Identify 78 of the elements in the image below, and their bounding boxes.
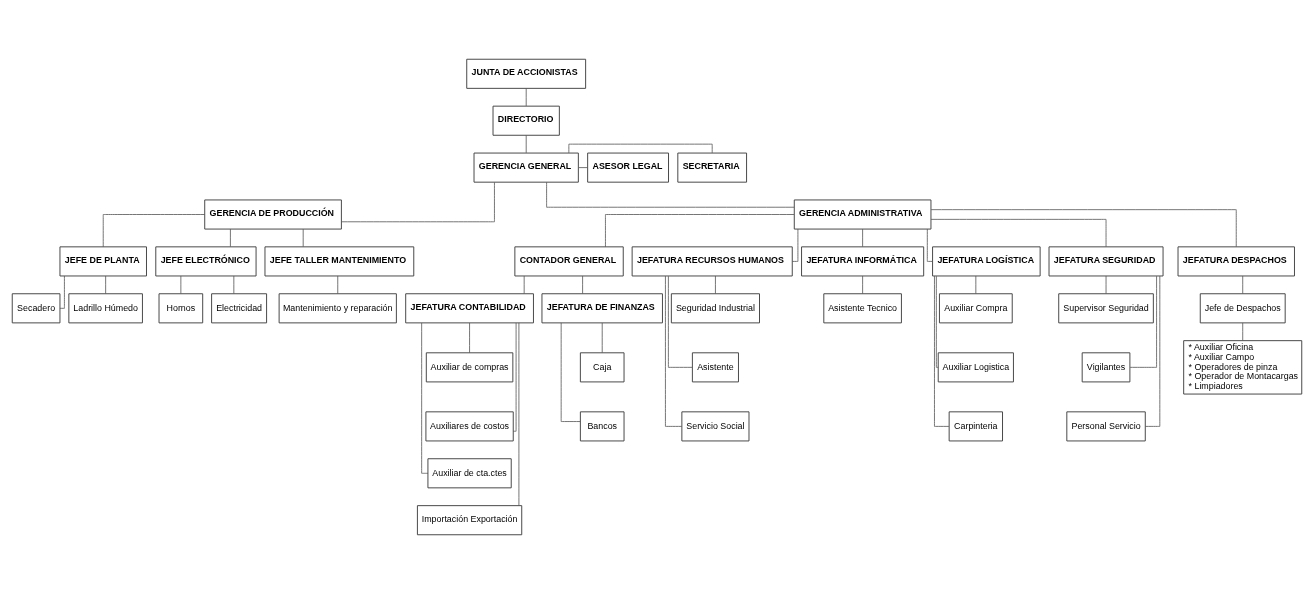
connector xyxy=(715,275,716,294)
connector xyxy=(1242,322,1244,341)
connector xyxy=(926,228,933,262)
connector xyxy=(601,322,603,354)
node-box: Auxiliares de costos xyxy=(425,411,514,442)
node-box: GERENCIA DE PRODUCCIÓN xyxy=(204,199,342,230)
connector xyxy=(930,218,1107,248)
node-box: SECRETARIA xyxy=(677,152,748,183)
connector xyxy=(862,228,864,248)
connector xyxy=(975,275,977,294)
node-box: * Auxiliar Oficina * Auxiliar Campo * Operadores de pinza * Operador de Montacargas * Limpiadores xyxy=(1183,340,1303,395)
node-box: JEFE DE PLANTA xyxy=(59,246,147,277)
connector xyxy=(180,275,182,294)
node-box: Auxiliar de compras xyxy=(425,352,514,383)
node-box: DIRECTORIO xyxy=(492,105,560,136)
connector xyxy=(525,87,527,107)
node-box: Carpinteria xyxy=(948,411,1003,442)
connector xyxy=(230,228,231,248)
node-box: Electricidad xyxy=(211,293,268,324)
node-box: JUNTA DE ACCIONISTAS xyxy=(466,58,587,89)
connector xyxy=(578,167,589,168)
node-box: Seguridad Industrial xyxy=(670,293,760,324)
node-box: Personal Servicio xyxy=(1066,411,1146,442)
node-box: Asistente xyxy=(691,352,739,383)
node-box: JEFE TALLER MANTENIMIENTO xyxy=(264,246,415,277)
connector xyxy=(862,275,864,294)
node-box: Caja xyxy=(579,352,625,383)
connector xyxy=(525,134,527,154)
connector xyxy=(341,182,495,223)
connector xyxy=(668,275,693,368)
node-box: Bancos xyxy=(579,411,625,442)
connector xyxy=(1242,275,1244,294)
node-box: JEFATURA RECURSOS HUMANOS xyxy=(631,246,793,277)
node-box: GERENCIA ADMINISTRATIVA xyxy=(793,199,932,230)
connector xyxy=(302,228,304,248)
node-box: ASESOR LEGAL xyxy=(587,152,669,183)
connector xyxy=(935,275,939,368)
node-box: GERENCIA GENERAL xyxy=(473,152,579,183)
node-box: Secadero xyxy=(11,293,61,324)
connector xyxy=(59,275,65,309)
connector xyxy=(568,143,713,154)
connector xyxy=(546,181,795,208)
connector xyxy=(337,275,339,294)
connector xyxy=(605,214,795,248)
node-box: Supervisor Seguridad xyxy=(1058,293,1154,324)
node-box: Jefe de Despachos xyxy=(1199,293,1286,324)
connector xyxy=(560,322,581,422)
node-box: Servicio Social xyxy=(681,411,750,442)
node-box: Ladrillo Húmedo xyxy=(68,293,143,324)
node-box: Hornos xyxy=(158,293,204,324)
connector xyxy=(469,322,470,354)
node-box: JEFATURA DESPACHOS xyxy=(1177,246,1295,277)
connector xyxy=(791,228,799,262)
connector xyxy=(512,322,517,432)
connector xyxy=(582,275,583,294)
node-box: Auxiliar Compra xyxy=(938,293,1013,324)
node-box: CONTADOR GENERAL xyxy=(514,246,624,277)
connector xyxy=(1129,275,1157,368)
connector xyxy=(105,275,107,294)
connector xyxy=(421,322,429,474)
node-box: JEFATURA DE FINANZAS xyxy=(541,293,663,324)
node-box: JEFATURA LOGÍSTICA xyxy=(932,246,1041,277)
node-box: JEFATURA SEGURIDAD xyxy=(1048,246,1164,277)
connector xyxy=(930,209,1237,248)
node-box: Vigilantes xyxy=(1081,352,1131,383)
connector xyxy=(233,275,235,294)
connector xyxy=(102,214,206,248)
connector xyxy=(1105,275,1107,294)
node-box: Importación Exportación xyxy=(416,505,523,536)
node-box: Auxiliar Logistica xyxy=(937,352,1014,383)
node-box: JEFATURA INFORMÁTICA xyxy=(801,246,925,277)
node-box: JEFATURA CONTABILIDAD xyxy=(405,293,534,324)
connector xyxy=(518,322,520,506)
node-box: JEFE ELECTRÓNICO xyxy=(155,246,257,277)
node-box: Auxiliar de cta.ctes xyxy=(427,458,512,489)
node-box: Asistente Tecnico xyxy=(823,293,902,324)
node-box: Mantenimiento y reparación xyxy=(278,293,397,324)
connector xyxy=(523,275,525,294)
